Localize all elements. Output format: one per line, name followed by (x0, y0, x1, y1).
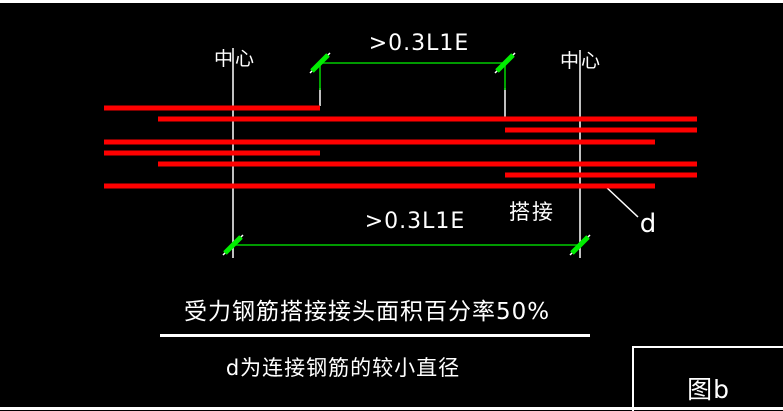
caption-splice-percentage: 受力钢筋搭接接头面积百分率50% (183, 299, 551, 325)
drawing-top-border (0, 0, 783, 3)
drawing-bottom-border (0, 407, 783, 410)
figure-title-box: 图b (632, 346, 783, 411)
dimension-label-top: >0.3L1E (368, 31, 470, 56)
diameter-label: d (639, 209, 657, 239)
dimension-tick-mark (310, 53, 330, 73)
leader-line-d (604, 185, 639, 218)
caption-divider-line (160, 334, 590, 337)
dimension-tick-mark (570, 235, 590, 255)
caption-diameter-note: d为连接钢筋的较小直径 (225, 356, 461, 380)
lap-splice-label: 搭接 (509, 200, 555, 224)
centerline-label-left: 中心 (213, 48, 256, 70)
centerline-label-right: 中心 (559, 50, 602, 72)
dimension-tick-mark (223, 235, 243, 255)
dimension-label-bottom: >0.3L1E (364, 209, 466, 234)
figure-label: 图b (687, 375, 730, 404)
dimension-tick-mark (495, 53, 515, 73)
